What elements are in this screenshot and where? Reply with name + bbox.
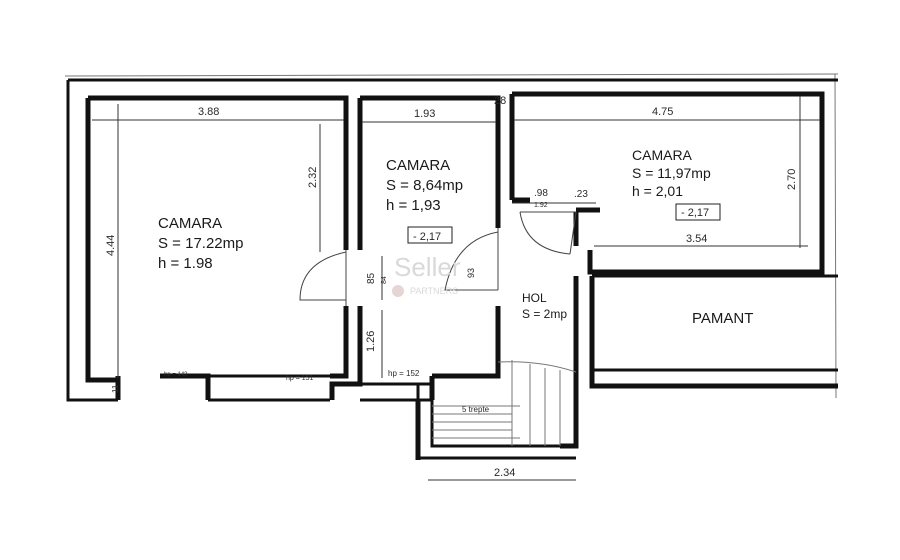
dimension-lines: [92, 96, 820, 481]
room-area: S = 8,64mp: [386, 177, 463, 194]
doors: [299, 211, 577, 306]
room-hol: HOL S = 2mp: [522, 291, 567, 321]
dim-left-width: 3.88: [198, 106, 219, 118]
room-area: S = 2mp: [522, 307, 567, 321]
level-label: - 2,17: [681, 207, 709, 219]
level-label: - 2,17: [413, 231, 441, 243]
dim-mid-door-84: 84: [381, 276, 388, 284]
room-area: S = 11,97mp: [632, 165, 711, 181]
paper-edges: [64, 73, 839, 399]
room-camara-mid: CAMARA S = 8,64mp h = 1,93 - 2,17: [386, 157, 463, 243]
watermark-line2: PARTNERS: [410, 286, 458, 296]
dim-door-98: .98: [534, 188, 548, 199]
room-name: CAMARA: [632, 147, 693, 163]
room-name: CAMARA: [158, 215, 222, 232]
watermark-line1: Seller: [394, 252, 461, 282]
dim-hol-door: 93: [466, 268, 476, 278]
outer-walls: [66, 78, 838, 460]
dim-door-192: 1.92: [534, 202, 548, 209]
room-area: S = 17.22mp: [158, 235, 243, 252]
level-marker-right: [675, 203, 721, 221]
dim-left-height: 4.44: [105, 235, 117, 256]
room-camara-right: CAMARA S = 11,97mp h = 2,01 - 2,17: [632, 147, 711, 219]
room-pamant-label: PAMANT: [692, 310, 753, 327]
room-height: h = 1.98: [158, 255, 213, 272]
dim-right-bottom: 3.54: [686, 233, 707, 245]
stairs: [432, 360, 577, 446]
dim-stairs: 5 trepte: [462, 405, 490, 414]
watermark: Seller PARTNERS: [392, 252, 461, 297]
dimension-labels: 3.88 4.44 2.32 1.93 28 4.75 2.70 3.54 .9…: [105, 95, 798, 479]
dim-hp-left: hp = 143: [164, 372, 188, 378]
dim-door-23: .23: [574, 189, 588, 200]
dim-mid-126: 1.26: [365, 331, 377, 352]
room-height: h = 2,01: [632, 183, 683, 199]
room-name: HOL: [522, 291, 547, 305]
dim-right-width: 4.75: [652, 106, 673, 118]
dim-right-height: 2.70: [786, 169, 798, 190]
room-height: h = 1,93: [386, 197, 441, 214]
dim-mid-width: 1.93: [414, 108, 435, 120]
dim-wall-28: 28: [494, 95, 506, 107]
dim-left-inner: 2.32: [307, 167, 319, 188]
dim-bottom-234: 2.34: [494, 467, 515, 479]
level-marker-mid: [407, 226, 453, 244]
dim-mid-door-85: 85: [366, 272, 377, 284]
dim-hp-152: hp = 152: [388, 369, 420, 378]
dim-small-11: 11: [111, 384, 120, 393]
room-camara-left: CAMARA S = 17.22mp h = 1.98: [158, 215, 243, 272]
room-name: CAMARA: [386, 157, 450, 174]
dim-hp-151: hp = 151: [286, 375, 314, 382]
